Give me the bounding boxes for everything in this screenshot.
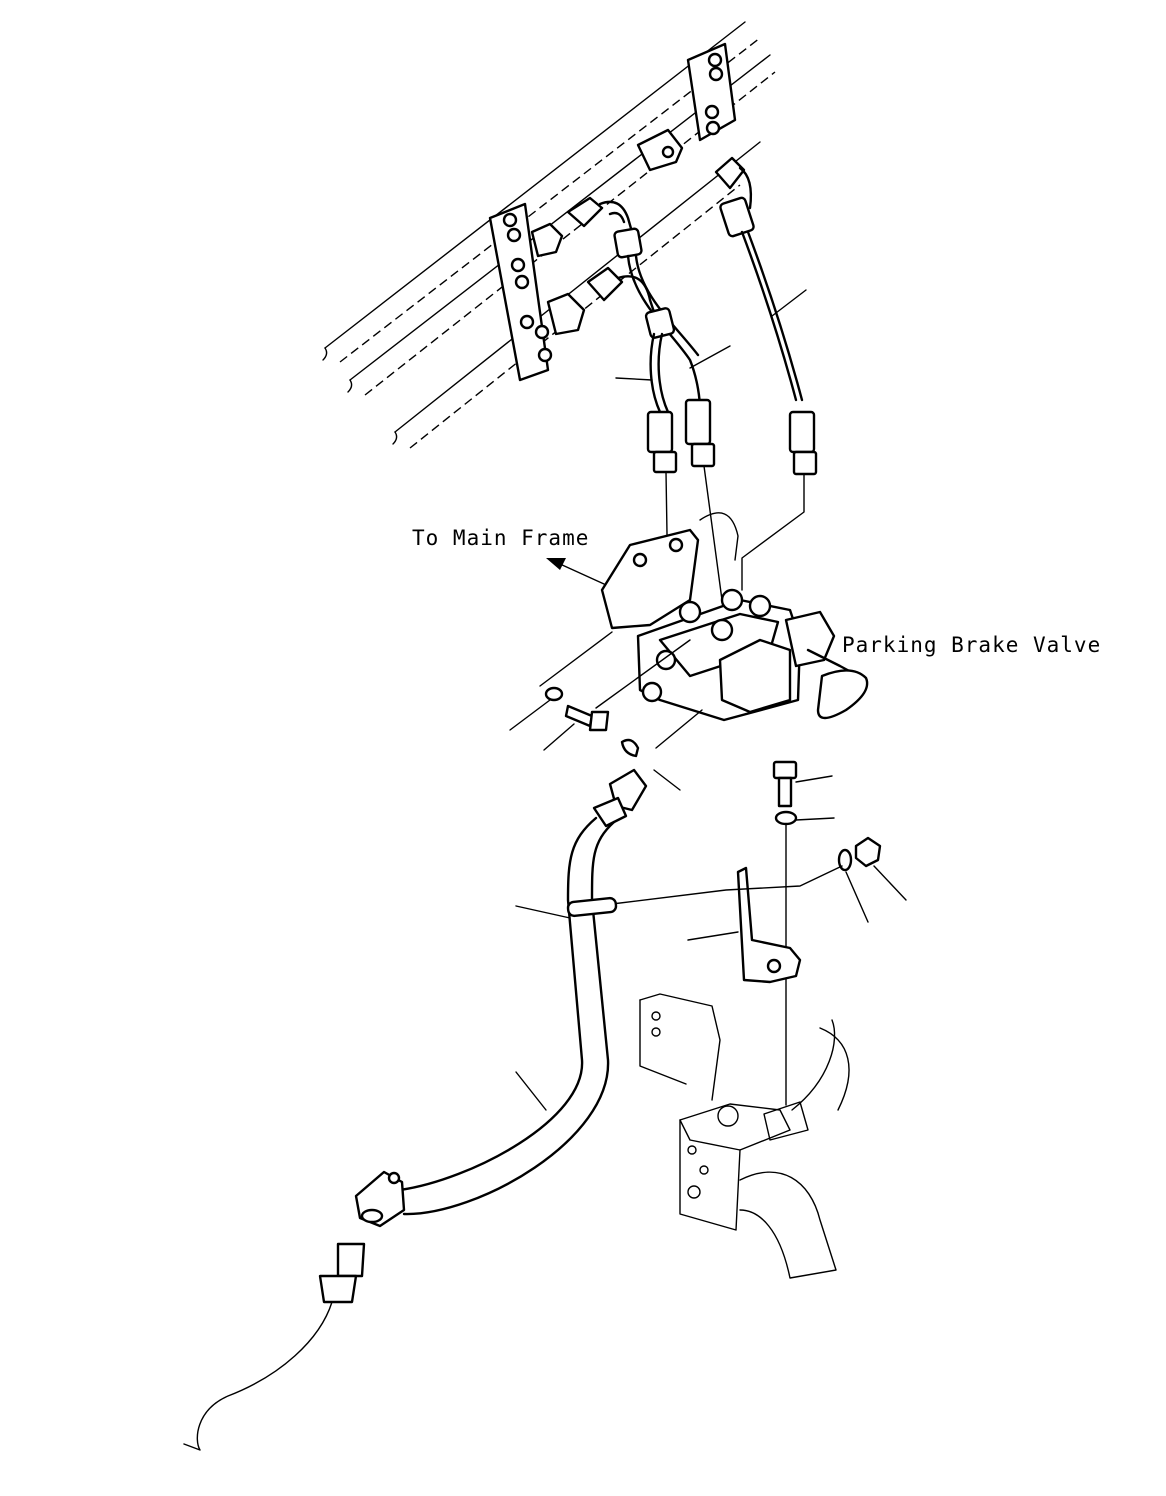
bolt-washer-left — [539, 631, 703, 758]
parking-brake-valve-assembly — [600, 528, 869, 722]
bracket-hardware — [611, 760, 882, 1106]
to-main-frame-label: To Main Frame — [412, 526, 589, 550]
callout-leaders — [509, 289, 907, 1111]
upper-hoses — [566, 156, 804, 414]
hose-end-fittings — [646, 398, 818, 476]
lower-hose — [183, 768, 648, 1451]
upper-bracket — [636, 42, 737, 172]
parking-brake-valve-label: Parking Brake Valve — [842, 633, 1101, 657]
lower-frame-assembly — [639, 993, 850, 1279]
center-lines — [665, 465, 805, 601]
left-bracket — [488, 202, 586, 382]
to-main-frame-arrow — [546, 558, 605, 585]
